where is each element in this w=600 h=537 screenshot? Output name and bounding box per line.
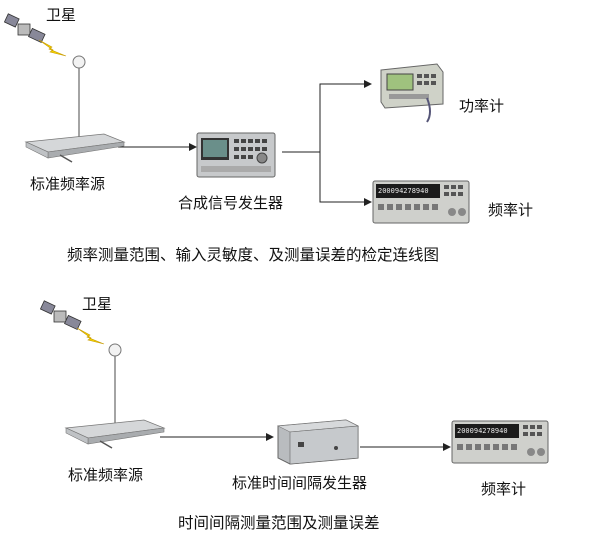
power-meter-label: 功率计 [459,97,505,115]
frequency-standard-icon [24,133,126,163]
frequency-counter-icon [451,420,549,464]
lightning-icon [76,327,105,345]
satellite-icon [40,300,82,331]
frequency-counter-icon [372,180,470,224]
lightning-icon [38,39,67,57]
satellite-icon [4,13,46,44]
wire-generator-to-power-meter [282,80,372,153]
generator-label: 合成信号发生器 [178,194,284,212]
satellite-label: 卫星 [82,295,113,313]
wire-generator-to-counter [319,152,372,206]
frequency-standard-icon [64,419,166,449]
caption: 频率测量范围、输入灵敏度、及测量误差的检定连线图 [67,246,440,264]
source-label: 标准频率源 [68,466,144,484]
gps-antenna-icon [108,343,122,357]
counter-display: 200094278940 [457,427,508,435]
counter-display: 200094278940 [378,187,429,195]
signal-generator-icon [196,132,276,178]
power-meter-icon [380,63,444,123]
counter-label: 频率计 [488,201,534,219]
source-label: 标准频率源 [30,175,106,193]
caption: 时间间隔测量范围及测量误差 [178,514,380,532]
satellite-label: 卫星 [46,6,77,24]
interval-generator-icon [276,419,360,465]
counter-label: 频率计 [481,480,527,498]
interval-gen-label: 标准时间间隔发生器 [232,474,368,492]
gps-antenna-icon [72,55,86,69]
